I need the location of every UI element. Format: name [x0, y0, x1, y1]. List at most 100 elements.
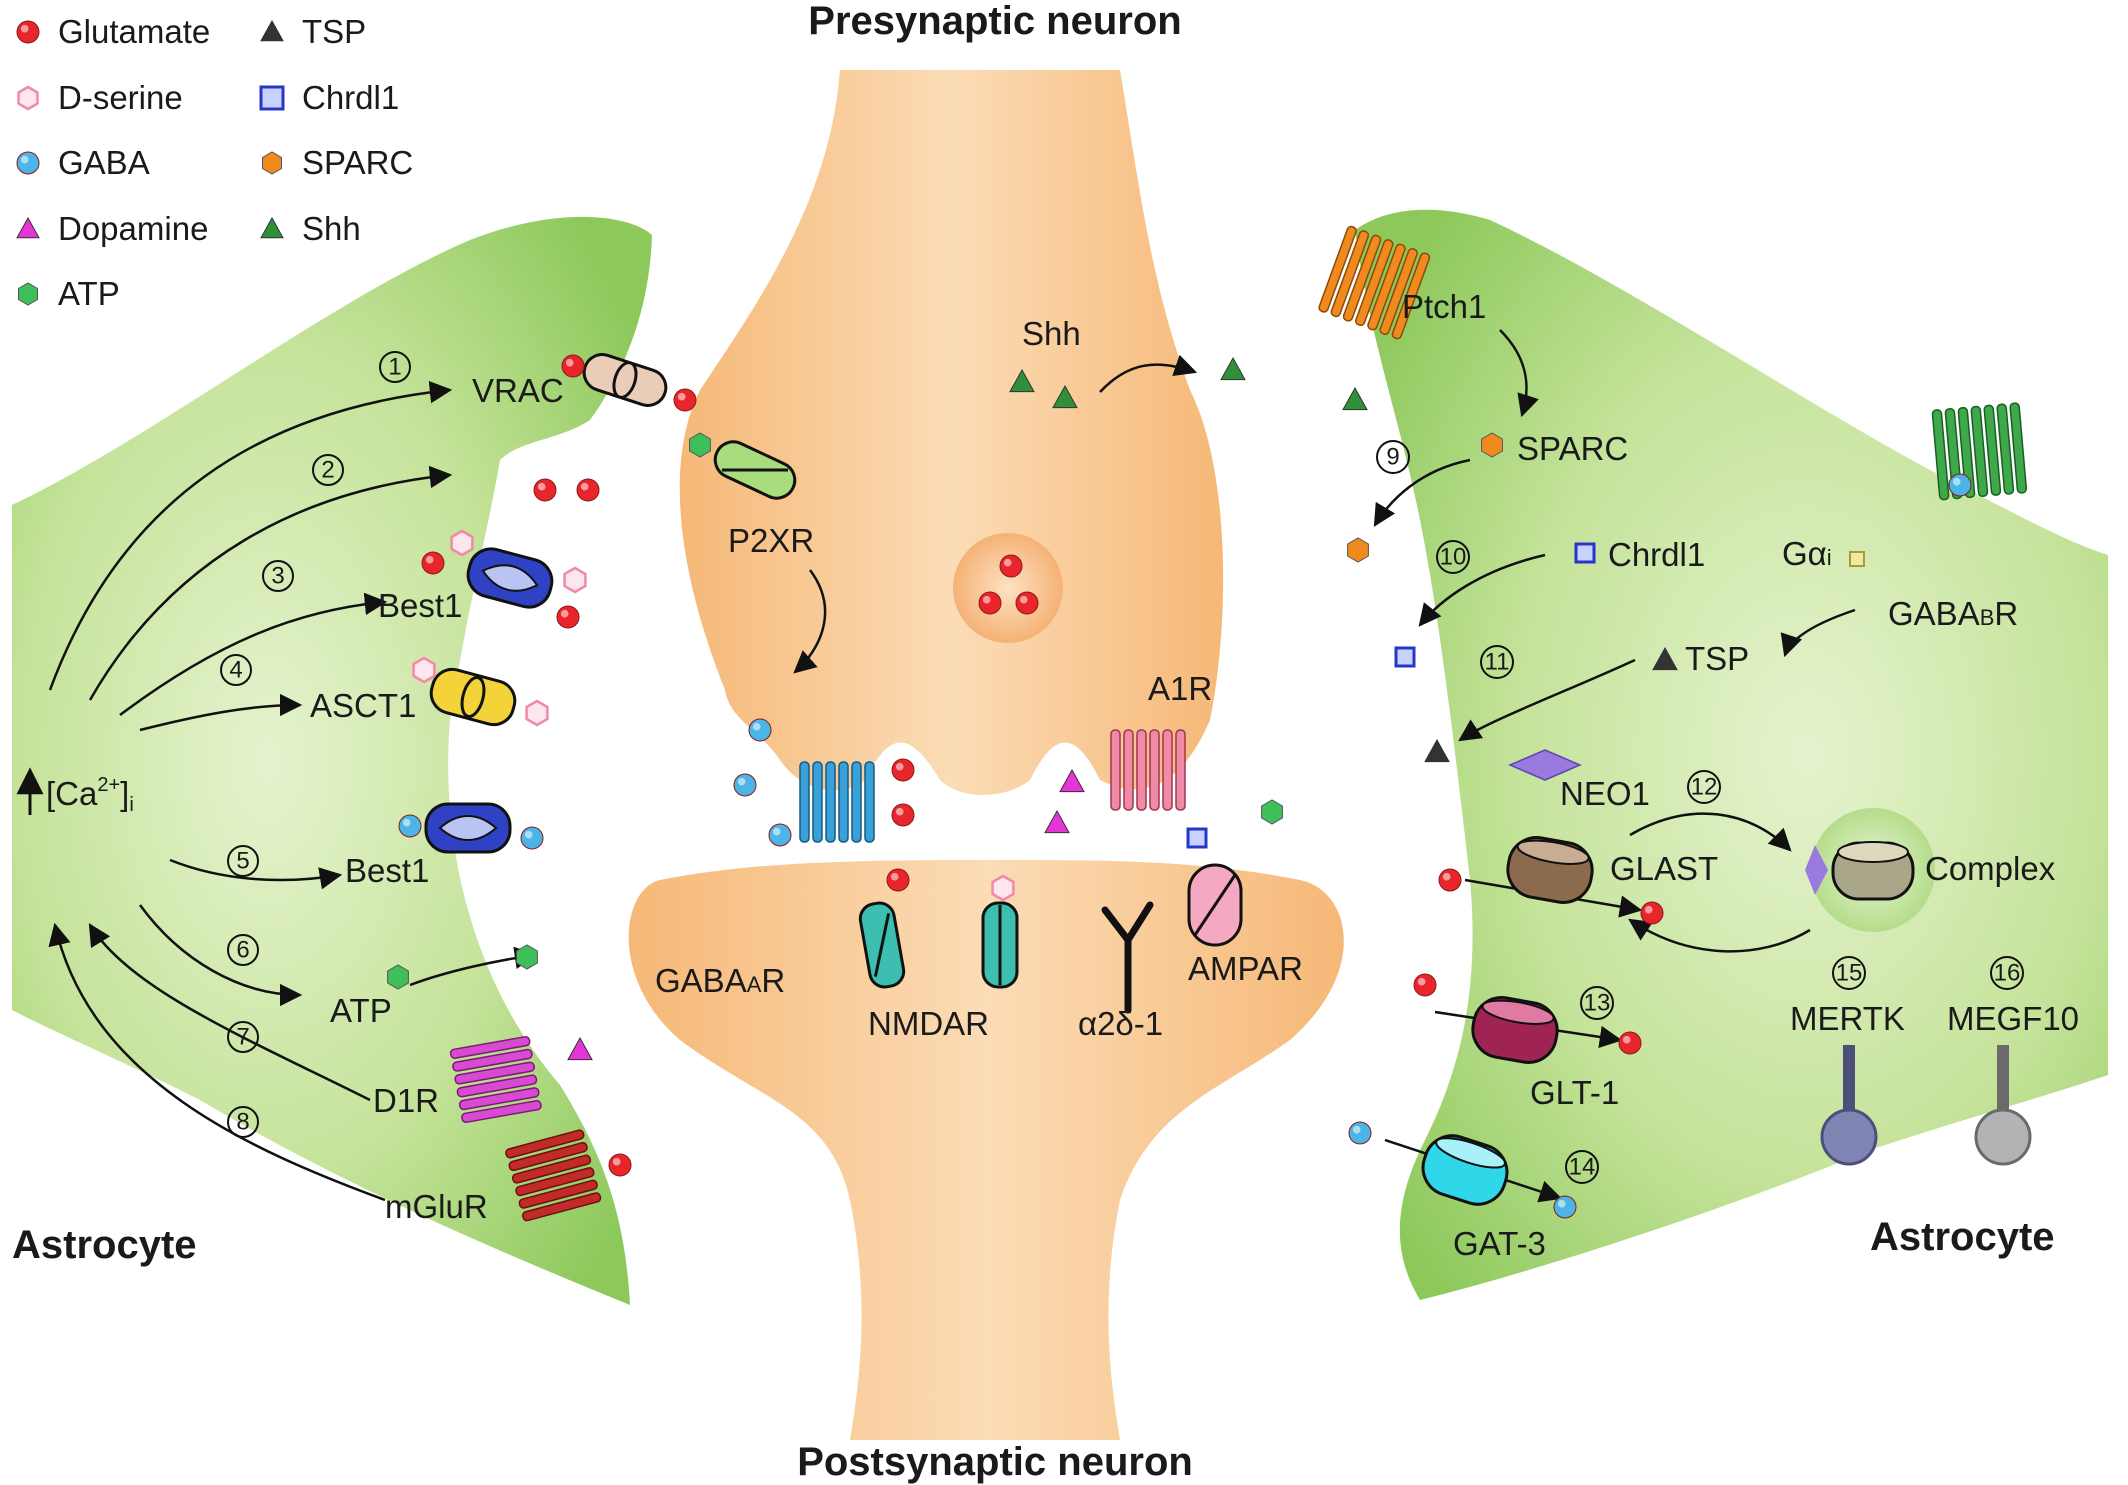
legend: GlutamateD-serineGABADopamineATPTSPChrdl…: [16, 13, 413, 312]
legend-label: GABA: [58, 144, 150, 181]
svg-text:9: 9: [1386, 444, 1399, 471]
gaba-molecule-icon: [520, 826, 544, 850]
badge-12: 12: [1687, 770, 1721, 804]
ampar-channel-icon: [1187, 863, 1243, 947]
label-p2xr: P2XR: [728, 522, 814, 559]
label-a2d1: α2δ-1: [1078, 1005, 1163, 1042]
label-mertk: MERTK: [1790, 1000, 1905, 1037]
megf10-receptor-icon: [1974, 1045, 2032, 1166]
legend-label: SPARC: [302, 144, 413, 181]
glutamate-molecule-icon: [561, 354, 585, 378]
svg-text:15: 15: [1836, 960, 1863, 987]
label-complex: Complex: [1925, 850, 2056, 887]
label-tsp: TSP: [1685, 640, 1749, 677]
glutamate-molecule-icon: [1015, 591, 1039, 615]
glutamate-molecule-icon: [999, 554, 1023, 578]
d-serine-molecule-icon: [412, 656, 436, 684]
legend-label: Glutamate: [58, 13, 210, 50]
chrdl1-molecule-icon: [1574, 542, 1596, 564]
d-serine-molecule-icon: [525, 699, 549, 727]
label-gabaar: GABAAR: [655, 962, 785, 999]
glutamate-molecule-icon: [886, 868, 910, 892]
other-arrows: [793, 329, 1856, 1203]
badge-9: 9: [1376, 440, 1410, 474]
nmdar-channel-right-icon: [981, 901, 1019, 989]
gaba-molecule-icon: [748, 718, 772, 742]
badge-14: 14: [1565, 1150, 1599, 1184]
sparc-molecule-icon: [1481, 432, 1503, 458]
svg-text:12: 12: [1691, 774, 1718, 801]
svg-text:10: 10: [1440, 544, 1467, 571]
legend-label: TSP: [302, 13, 366, 50]
label-neo1: NEO1: [1560, 775, 1650, 812]
badge-1: 1: [379, 351, 411, 383]
left-astrocyte-body: [12, 216, 652, 1306]
legend-tsp-icon: [260, 19, 284, 42]
svg-text:2: 2: [321, 457, 334, 484]
glutamate-molecule-icon: [978, 591, 1002, 615]
chrdl1-molecule-icon: [1394, 646, 1416, 668]
label-glt1: GLT-1: [1530, 1074, 1619, 1111]
gaba-molecule-icon: [398, 814, 422, 838]
legend-label: Dopamine: [58, 210, 208, 247]
badge-8: 8: [227, 1106, 259, 1138]
title-postsynaptic: Postsynaptic neuron: [797, 1440, 1193, 1484]
gaba-molecule-icon: [733, 773, 757, 797]
label-nmdar: NMDAR: [868, 1005, 989, 1042]
complex-icon: [1805, 808, 1935, 932]
label-a1r: A1R: [1148, 670, 1212, 707]
best1-channel-top-icon: [466, 547, 554, 609]
glutamate-molecule-icon: [533, 478, 557, 502]
label-megf10: MEGF10: [1947, 1000, 2079, 1037]
svg-text:5: 5: [236, 848, 249, 875]
badge-15: 15: [1832, 956, 1866, 990]
badge-11: 11: [1480, 645, 1514, 679]
shh-molecule-icon: [1052, 384, 1078, 409]
label-sparc: SPARC: [1517, 430, 1628, 467]
svg-text:1: 1: [388, 354, 401, 381]
presynaptic-terminal: [679, 70, 1224, 795]
legend-shh-icon: [260, 216, 284, 239]
label-shh: Shh: [1022, 315, 1081, 352]
label-gabab: GABABR: [1888, 595, 2018, 632]
a1r-receptor-icon: [1110, 729, 1186, 811]
badge-4: 4: [220, 654, 252, 686]
label-gai: Gαi: [1782, 535, 1832, 572]
glt1-transporter-icon: [1471, 996, 1559, 1064]
badge-13: 13: [1580, 986, 1614, 1020]
title-astrocyte-right: Astrocyte: [1870, 1215, 2055, 1259]
p2xr-channel-icon: [713, 440, 797, 500]
svg-text:13: 13: [1584, 990, 1611, 1017]
badge-7: 7: [227, 1021, 259, 1053]
atp-molecule-icon: [516, 944, 538, 970]
d1r-receptor-icon: [449, 1035, 542, 1123]
glutamate-molecule-icon: [891, 803, 915, 827]
legend-chrdl1-icon: [259, 85, 285, 111]
label-glast: GLAST: [1610, 850, 1718, 887]
title-astrocyte-left: Astrocyte: [12, 1223, 197, 1267]
legend-label: Chrdl1: [302, 79, 399, 116]
svg-text:6: 6: [236, 937, 249, 964]
d-serine-molecule-icon: [563, 566, 587, 594]
legend-gaba-icon: [16, 151, 40, 175]
glutamate-molecule-icon: [608, 1153, 632, 1177]
label-best1-top: Best1: [378, 587, 462, 624]
sparc-molecule-icon: [1347, 537, 1369, 563]
glutamate-molecule-icon: [556, 605, 580, 629]
best1-channel-bottom-icon: [424, 802, 512, 854]
label-ampar: AMPAR: [1188, 950, 1303, 987]
tsp-molecule-icon: [1424, 738, 1450, 763]
mglur-receptor-icon: [505, 1129, 602, 1222]
label-asct1: ASCT1: [310, 687, 416, 724]
legend-label: D-serine: [58, 79, 183, 116]
gaba-molecule-icon: [1553, 1195, 1577, 1219]
svg-text:8: 8: [236, 1109, 249, 1136]
legend-d-serine-icon: [17, 85, 39, 111]
badge-10: 10: [1436, 540, 1470, 574]
calcium-label: [Ca2+]i: [46, 774, 134, 816]
svg-text:3: 3: [271, 563, 284, 590]
dopamine-molecule-icon: [567, 1036, 593, 1061]
glutamate-molecule-icon: [1640, 901, 1664, 925]
shh-molecule-icon: [1220, 356, 1246, 381]
gaba-molecule-icon: [1948, 473, 1972, 497]
